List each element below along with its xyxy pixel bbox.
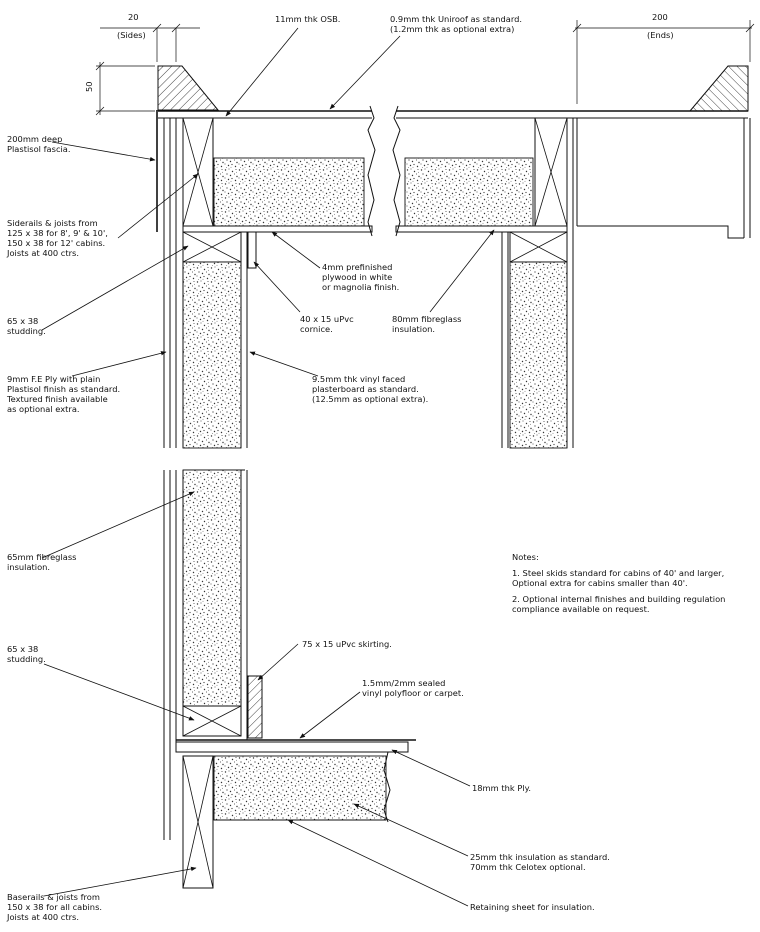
note-1: 1. Steel skids standard for cabins of 40… xyxy=(512,568,727,588)
label-baserails: Baserails & joists from 150 x 38 for all… xyxy=(6,892,105,922)
floor-ply xyxy=(175,741,409,753)
skirting xyxy=(247,675,263,739)
label-insulation65: 65mm fibreglass insulation. xyxy=(7,552,79,572)
label-insulation25: 25mm thk insulation as standard. 70mm th… xyxy=(470,852,613,872)
label-retaining: Retaining sheet for insulation. xyxy=(470,902,595,912)
label-ply18: 18mm thk Ply. xyxy=(472,783,531,793)
roof-section-ends xyxy=(392,65,751,449)
dimension-fascia-height: 50 xyxy=(84,61,155,116)
label-uniroof: 0.9mm thk Uniroof as standard. (1.2mm th… xyxy=(390,14,525,34)
note-2: 2. Optional internal finishes and buildi… xyxy=(512,594,728,614)
floor-insulation xyxy=(213,755,387,821)
wall-insulation-top-left xyxy=(182,261,242,449)
ends-dimension-label: (Ends) xyxy=(647,30,674,40)
sides-dimension-value: 20 xyxy=(128,12,139,22)
ceiling-ply-left xyxy=(182,225,373,233)
label-polyfloor: 1.5mm/2mm sealed vinyl polyfloor or carp… xyxy=(362,678,464,698)
fascia-height-value: 50 xyxy=(84,81,94,92)
label-studding-top: 65 x 38 studding. xyxy=(7,316,46,336)
floor-section xyxy=(163,469,416,889)
label-siderails: Siderails & joists from 125 x 38 for 8',… xyxy=(6,218,111,258)
dimension-sides: 20 (Sides) xyxy=(100,12,200,62)
label-cornice: 40 x 15 uPvc cornice. xyxy=(300,314,356,334)
label-insulation80: 80mm fibreglass insulation. xyxy=(392,314,464,334)
dimension-ends: 200 (Ends) xyxy=(572,12,755,104)
annotation-labels: 11mm thk OSB. 0.9mm thk Uniroof as stand… xyxy=(6,14,613,922)
sides-dimension-label: (Sides) xyxy=(117,30,146,40)
ends-dimension-value: 200 xyxy=(652,12,668,22)
leader-lines xyxy=(41,27,495,907)
label-skirting: 75 x 15 uPvc skirting. xyxy=(302,639,392,649)
label-studding-bottom: 65 x 38 studding. xyxy=(7,644,46,664)
fascia-profile xyxy=(157,65,220,111)
notes-block: Notes: 1. Steel skids standard for cabin… xyxy=(512,552,728,614)
roof-section-sides xyxy=(156,65,376,449)
notes-heading: Notes: xyxy=(512,552,539,562)
roof-insulation-right xyxy=(404,157,534,227)
wall-insulation-bottom xyxy=(182,469,242,707)
roof-insulation-left xyxy=(213,157,365,227)
wall-insulation-top-right xyxy=(509,261,568,449)
label-osb: 11mm thk OSB. xyxy=(275,14,340,24)
label-fascia: 200mm deep Plastisol fascia. xyxy=(7,134,71,154)
label-fe-ply: 9mm F.E Ply with plain Plastisol finish … xyxy=(6,374,123,414)
ends-fascia-profile xyxy=(688,65,749,112)
cornice xyxy=(247,231,257,269)
label-plasterboard: 9.5mm thk vinyl faced plasterboard as st… xyxy=(312,374,428,404)
ceiling-ply-right xyxy=(395,225,568,233)
label-plywood: 4mm prefinished plywood in white or magn… xyxy=(322,262,399,292)
